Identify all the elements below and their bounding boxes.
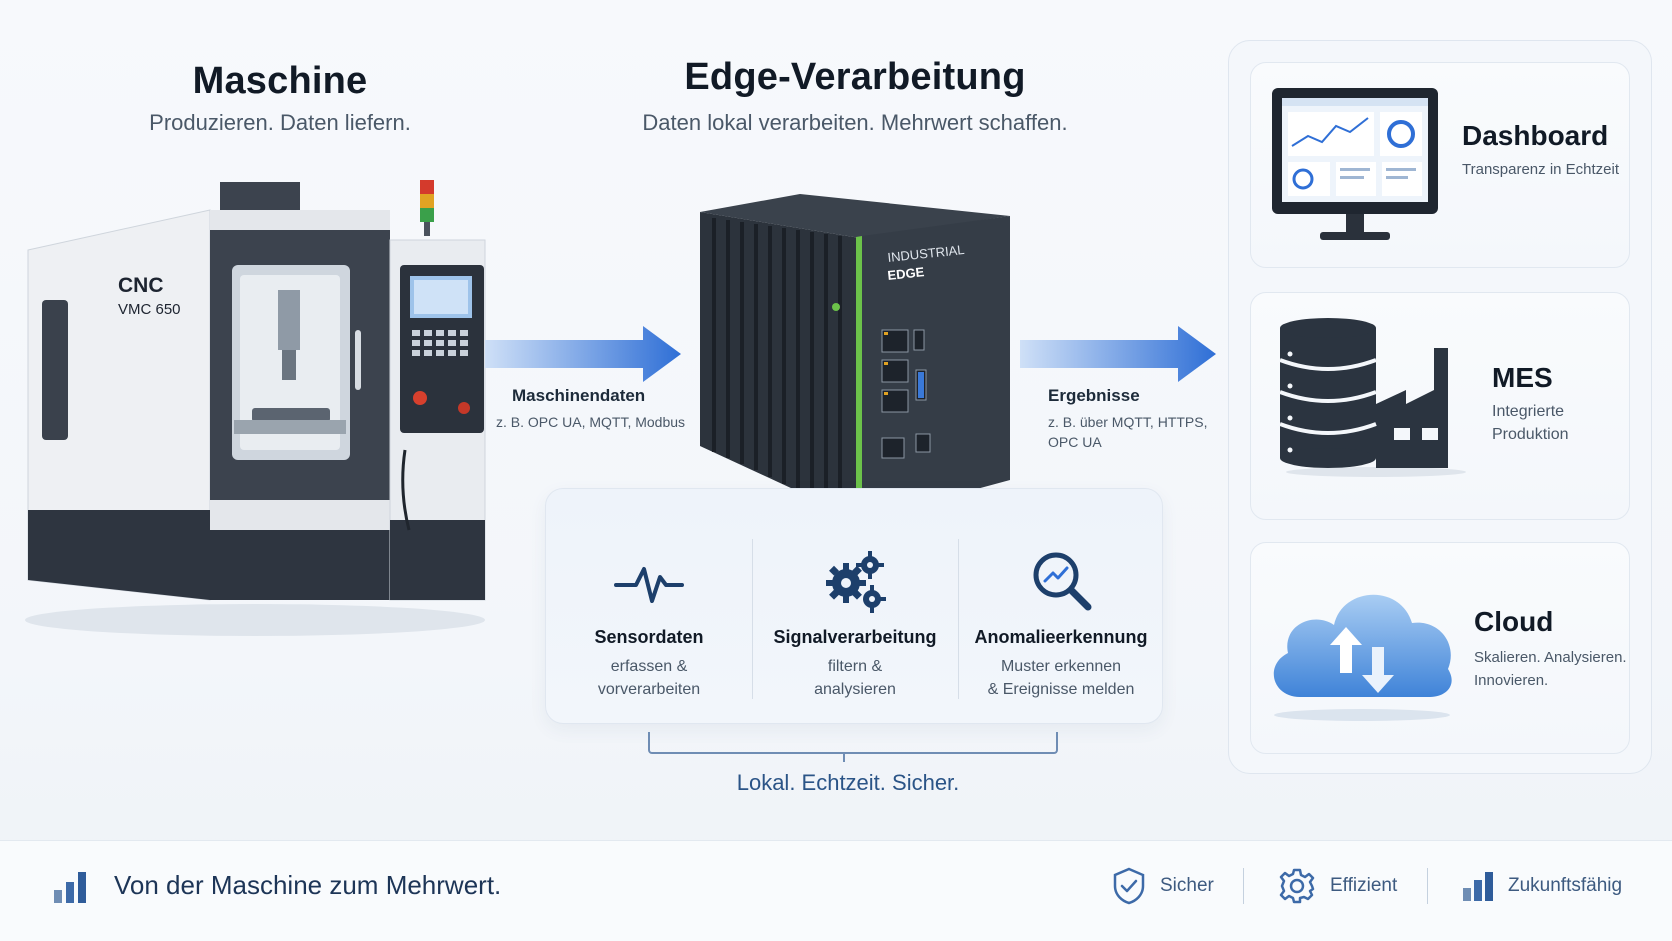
destination-desc: Skalieren. Analysieren.Innovieren. <box>1474 649 1627 689</box>
badge-label: Sicher <box>1160 875 1214 896</box>
function-name: Anomalieerkennung <box>974 627 1148 647</box>
gear-icon <box>1279 868 1315 904</box>
machine-data-label: Maschinendaten <box>512 386 646 405</box>
footer-bar <box>0 840 1672 941</box>
edge-subtitle: Daten lokal verarbeiten. Mehrwert schaff… <box>642 110 1068 135</box>
destination-desc: Transparenz in Echtzeit <box>1462 161 1620 178</box>
edge-functions-panel: Sensordaten erfassen &vorverarbeiten <box>545 488 1163 724</box>
bracket-tick <box>843 752 845 762</box>
machine-label-model: VMC 650 <box>118 301 181 318</box>
gears-icon <box>826 551 886 613</box>
divider <box>958 539 959 699</box>
results-arrow <box>1020 326 1216 382</box>
function-desc: erfassen &vorverarbeiten <box>597 658 701 698</box>
machine-label-cnc: CNC <box>118 274 164 297</box>
database-factory-icon <box>1279 318 1466 477</box>
badge-separator <box>1243 868 1244 904</box>
function-signalverarbeitung: Signalverarbeitung filtern &analysieren <box>752 489 958 725</box>
magnifier-chart-icon <box>1033 552 1092 611</box>
function-name: Sensordaten <box>594 627 704 647</box>
function-name: Signalverarbeitung <box>773 627 937 647</box>
cloud-icon <box>1273 594 1452 721</box>
edge-device-label-2: EDGE <box>887 264 926 283</box>
destination-title: Cloud <box>1474 606 1554 637</box>
results-label: Ergebnisse <box>1048 386 1140 405</box>
pulse-icon <box>614 567 684 603</box>
badge-zukunftsfaehig: Zukunftsfähig <box>1462 866 1622 906</box>
function-desc: filtern &analysieren <box>814 658 896 698</box>
badge-sicher: Sicher <box>1112 866 1214 906</box>
industrial-edge-device: INDUSTRIAL EDGE <box>700 194 1010 528</box>
destination-title: Dashboard <box>1462 120 1609 151</box>
machine-title: Maschine <box>192 60 368 102</box>
bar-chart-icon <box>54 872 86 903</box>
badge-label: Zukunftsfähig <box>1508 875 1623 896</box>
machine-subtitle: Produzieren. Daten liefern. <box>149 110 411 135</box>
badge-label: Effizient <box>1330 875 1398 896</box>
badge-separator <box>1427 868 1428 904</box>
cnc-machine-image: CNC VMC 650 <box>25 180 486 636</box>
results-protocols-2: OPC UA <box>1048 434 1102 450</box>
results-protocols-1: z. B. über MQTT, HTTPS, <box>1048 414 1208 430</box>
badge-effizient: Effizient <box>1278 866 1397 906</box>
edge-tagline: Lokal. Echtzeit. Sicher. <box>736 770 960 795</box>
functions-bracket <box>648 732 1058 754</box>
machine-data-protocols: z. B. OPC UA, MQTT, Modbus <box>496 414 686 430</box>
divider <box>752 539 753 699</box>
function-desc: Muster erkennen& Ereignisse melden <box>987 658 1135 698</box>
footer-slogan: Von der Maschine zum Mehrwert. <box>114 870 502 900</box>
machine-data-arrow <box>485 326 681 382</box>
bar-chart-icon <box>1463 872 1493 901</box>
destination-title: MES <box>1492 362 1553 393</box>
function-anomalieerkennung: Anomalieerkennung Muster erkennen& Ereig… <box>958 489 1164 725</box>
edge-title: Edge-Verarbeitung <box>684 56 1026 98</box>
shield-icon <box>1113 867 1145 905</box>
function-sensordaten: Sensordaten erfassen &vorverarbeiten <box>546 489 752 725</box>
monitor-icon <box>1272 88 1438 240</box>
